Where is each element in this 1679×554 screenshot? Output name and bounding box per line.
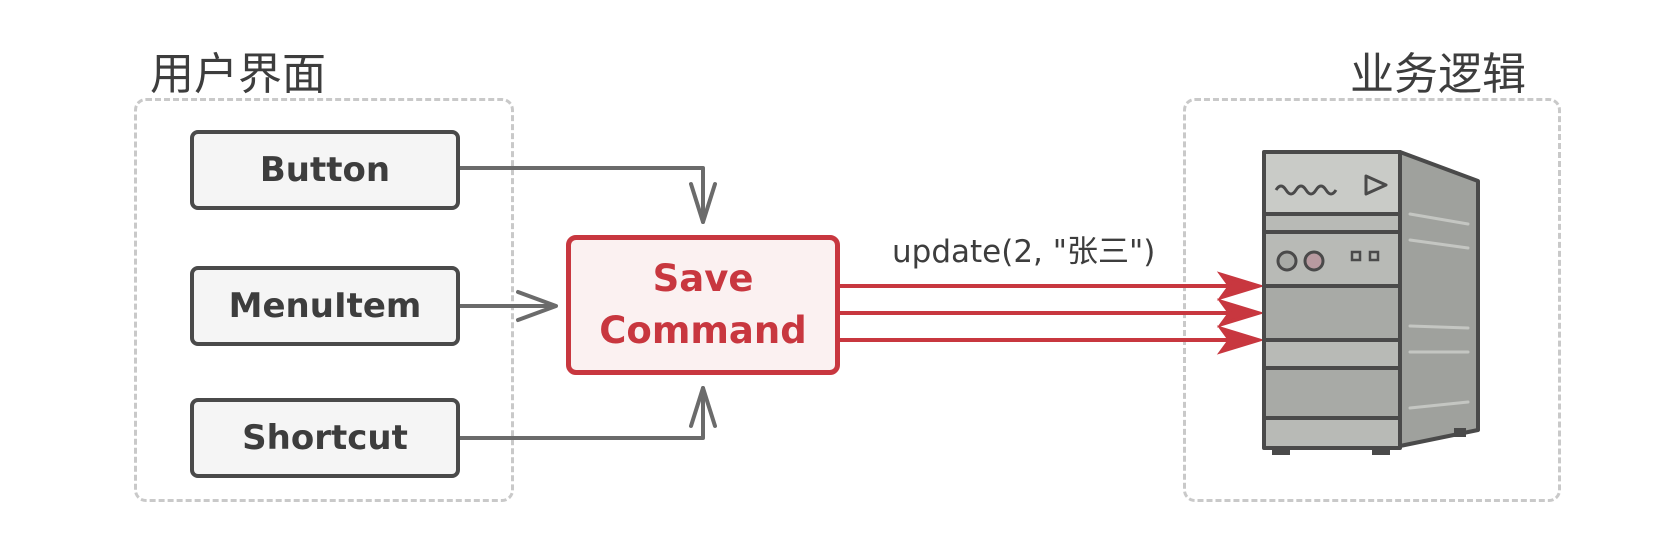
- shortcut-to-command-wire: [457, 386, 705, 440]
- shortcut-arrowhead-icon: [689, 386, 717, 428]
- button-arrowhead-icon: [689, 182, 717, 224]
- command-name-line2: Command: [599, 309, 807, 352]
- business-group-container: [1183, 98, 1561, 502]
- shortcut-element: Shortcut: [190, 398, 460, 478]
- call-arrowhead-1-icon: [1216, 271, 1265, 301]
- ui-group-container: [134, 98, 514, 502]
- call-arrowhead-2-icon: [1216, 298, 1265, 328]
- business-group-title: 业务逻辑: [1350, 49, 1526, 100]
- call-arrowhead-3-icon: [1216, 325, 1265, 355]
- ui-group-title: 用户界面: [150, 49, 326, 100]
- update-call-label: update(2, "张三"): [892, 234, 1156, 270]
- save-command-box: Save Command: [566, 235, 840, 375]
- menuitem-element: MenuItem: [190, 266, 460, 346]
- server-tower-icon: [1262, 150, 1480, 455]
- button-to-command-wire: [457, 166, 705, 224]
- command-name-line1: Save: [652, 257, 754, 300]
- button-element: Button: [190, 130, 460, 210]
- menuitem-arrowhead-icon: [516, 290, 558, 322]
